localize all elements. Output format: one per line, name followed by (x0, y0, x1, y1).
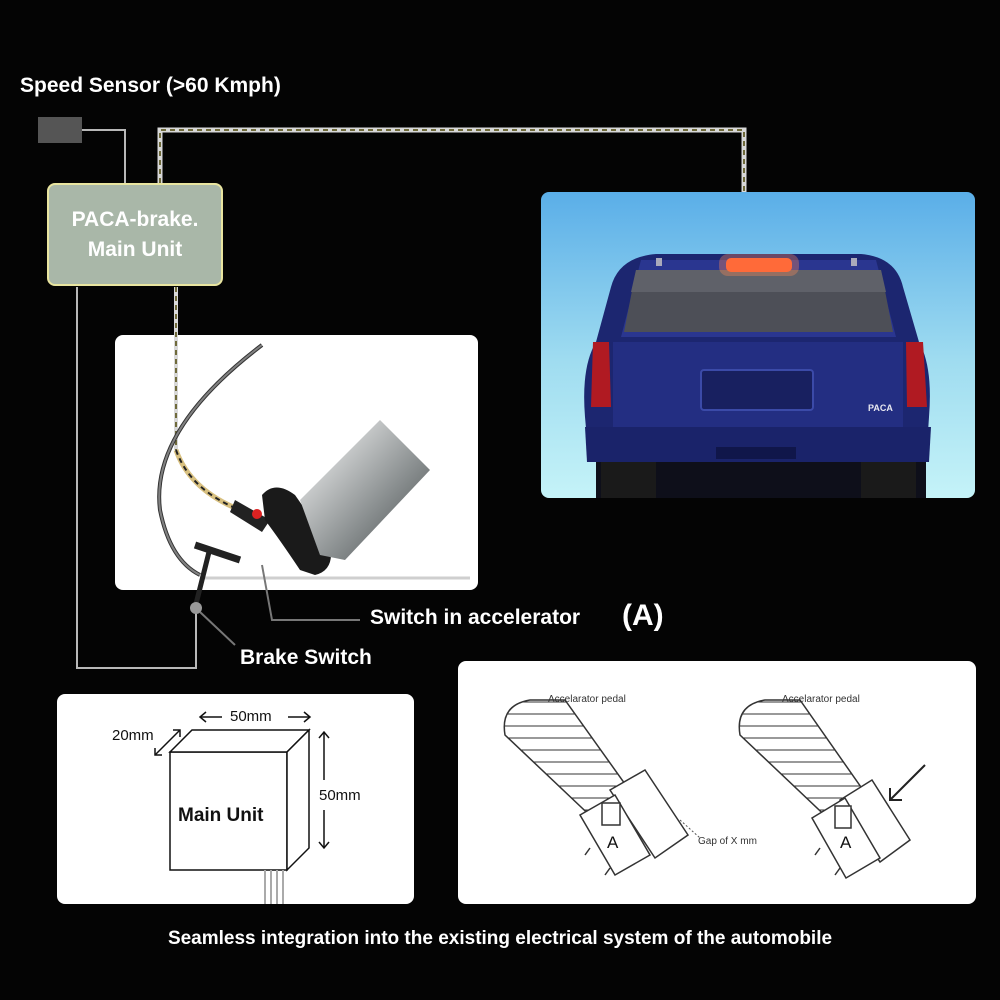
height-dimension-label: 50mm (319, 787, 361, 804)
gap-label: Gap of X mm (698, 836, 757, 847)
brake-switch-label: Brake Switch (240, 646, 372, 669)
switch-letter-right: A (840, 833, 852, 852)
main-unit-box-label: Main Unit (178, 805, 264, 826)
car-rear-panel: PACA (541, 192, 975, 498)
main-unit-title: PACA-brake. (71, 207, 199, 231)
switch-letter-left: A (607, 833, 619, 852)
main-unit-box: PACA-brake. Main Unit (47, 183, 223, 286)
speed-sensor-label: Speed Sensor (>60 Kmph) (20, 74, 281, 97)
car-rear-illustration: PACA (584, 254, 931, 498)
width-dimension-label: 50mm (230, 708, 272, 725)
pedal-detail-right (738, 699, 926, 880)
depth-dimension-label: 20mm (112, 727, 154, 744)
accelerator-switch-letter: (A) (622, 599, 664, 632)
accelerator-switch-label: Switch in accelerator (370, 606, 581, 629)
pedal-detail-left (503, 699, 701, 877)
pedal-detail-right-title: Accelarator pedal (782, 694, 860, 705)
pedal-detail-left-title: Accelarator pedal (548, 694, 626, 705)
car-badge: PACA (868, 403, 893, 413)
bottom-caption: Seamless integration into the existing e… (167, 928, 833, 949)
main-unit-subtitle: Main Unit (87, 237, 183, 261)
speed-sensor-icon (38, 117, 82, 143)
